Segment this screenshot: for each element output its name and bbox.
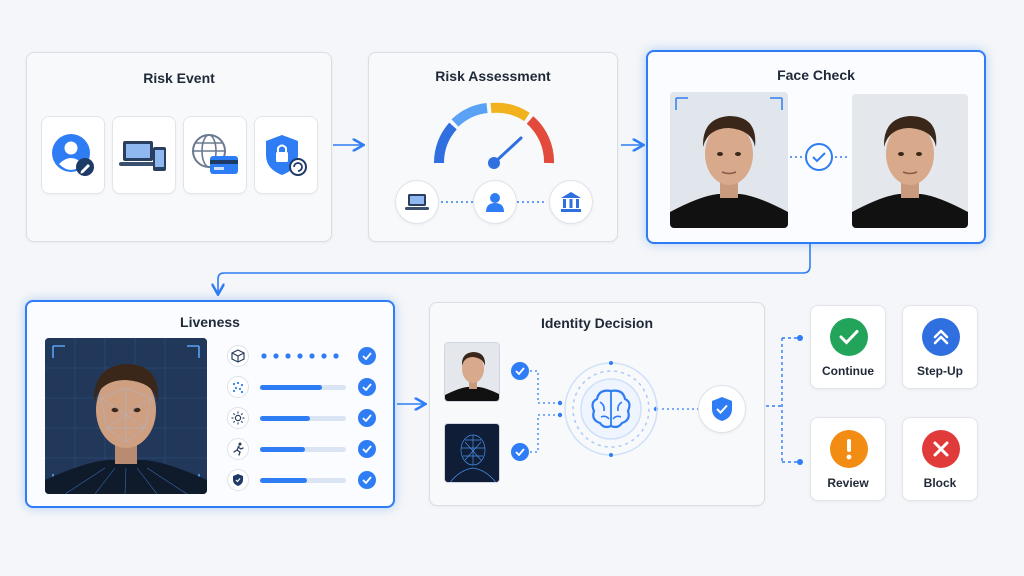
shield-check-icon bbox=[710, 396, 734, 422]
liveness-row-4-check-icon bbox=[358, 440, 376, 458]
block-label: Block bbox=[923, 476, 957, 490]
risk-assessment-title: Risk Assessment bbox=[435, 68, 551, 84]
risk-event-title: Risk Event bbox=[143, 70, 215, 86]
cube-icon bbox=[227, 345, 249, 367]
arrow-facecheck-to-liveness bbox=[218, 243, 811, 293]
liveness-row-3-check-icon bbox=[358, 409, 376, 427]
block-option[interactable]: Block bbox=[902, 417, 978, 501]
user-source[interactable] bbox=[473, 180, 517, 224]
laptop-source[interactable] bbox=[395, 180, 439, 224]
liveness-row-3-bar bbox=[260, 416, 346, 421]
decision-photo-mesh bbox=[444, 423, 500, 483]
liveness-row-5-check-icon bbox=[358, 471, 376, 489]
assessment-links bbox=[441, 201, 547, 203]
stepup-label: Step-Up bbox=[917, 364, 963, 378]
face-match-check-icon bbox=[805, 143, 833, 171]
globe-card-tile[interactable] bbox=[183, 116, 247, 194]
liveness-row-2-check-icon bbox=[358, 378, 376, 396]
shield-icon bbox=[227, 469, 249, 491]
liveness-card: Liveness bbox=[25, 300, 395, 508]
user-edit-icon bbox=[50, 132, 96, 178]
liveness-row-1-dots bbox=[261, 353, 339, 359]
exclamation-icon bbox=[830, 430, 868, 468]
continue-label: Continue bbox=[822, 364, 874, 378]
liveness-row-2-fill bbox=[260, 385, 322, 390]
decision-photo-face bbox=[444, 342, 500, 402]
risk-gauge bbox=[433, 102, 554, 169]
bank-source[interactable] bbox=[549, 180, 593, 224]
x-circle-icon bbox=[922, 430, 960, 468]
laptop-icon bbox=[404, 192, 430, 212]
particles-icon bbox=[227, 376, 249, 398]
check-circle-icon bbox=[830, 318, 868, 356]
bank-icon bbox=[560, 191, 582, 213]
face-check-card: Face Check bbox=[646, 50, 986, 244]
risk-event-card: Risk Event bbox=[26, 52, 332, 242]
liveness-row-4-fill bbox=[260, 447, 305, 452]
decision-shield bbox=[698, 385, 746, 433]
liveness-row-1-check-icon bbox=[358, 347, 376, 365]
liveness-row-4-bar bbox=[260, 447, 346, 452]
liveness-title: Liveness bbox=[180, 314, 240, 330]
laptop-phone-icon bbox=[119, 135, 169, 175]
identity-decision-card: Identity Decision bbox=[429, 302, 765, 506]
user-icon bbox=[484, 191, 506, 213]
liveness-row-5-bar bbox=[260, 478, 346, 483]
running-icon bbox=[227, 438, 249, 460]
risk-assessment-card: Risk Assessment bbox=[368, 52, 618, 242]
shield-lock-icon bbox=[262, 131, 310, 179]
user-edit-tile[interactable] bbox=[41, 116, 105, 194]
sun-icon bbox=[227, 407, 249, 429]
review-option[interactable]: Review bbox=[810, 417, 886, 501]
decision-face-check-icon bbox=[511, 362, 529, 380]
face-check-captured-photo bbox=[670, 92, 788, 228]
liveness-scan-photo bbox=[45, 338, 207, 494]
globe-card-icon bbox=[190, 132, 240, 178]
stepup-option[interactable]: Step-Up bbox=[902, 305, 978, 389]
continue-option[interactable]: Continue bbox=[810, 305, 886, 389]
shield-lock-tile[interactable] bbox=[254, 116, 318, 194]
identity-decision-title: Identity Decision bbox=[540, 315, 654, 331]
devices-tile[interactable] bbox=[112, 116, 176, 194]
liveness-row-5-fill bbox=[260, 478, 308, 483]
decision-links bbox=[530, 370, 698, 453]
liveness-row-3-fill bbox=[260, 416, 310, 421]
double-chevron-up-icon bbox=[922, 318, 960, 356]
face-check-title: Face Check bbox=[777, 67, 855, 83]
liveness-row-2-bar bbox=[260, 385, 346, 390]
branch-to-outcomes bbox=[766, 337, 800, 463]
face-check-reference-photo bbox=[852, 94, 968, 228]
ai-brain-engine bbox=[564, 361, 658, 457]
decision-mesh-check-icon bbox=[511, 443, 529, 461]
review-label: Review bbox=[827, 476, 869, 490]
